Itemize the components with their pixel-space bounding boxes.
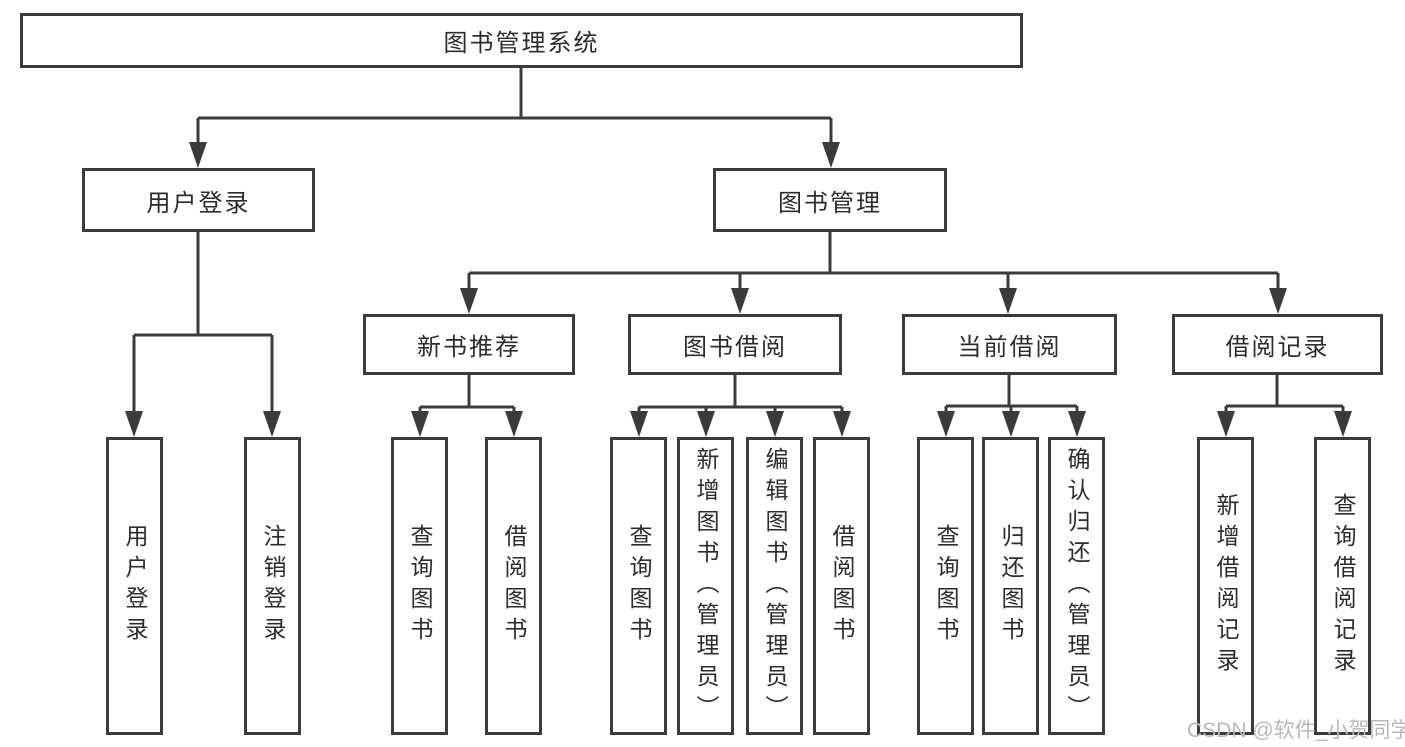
- node-label: 确认归还（管理员）: [1064, 446, 1090, 726]
- arrowhead-icon: [630, 411, 648, 437]
- leaf-query-books-current: 查询图书: [917, 437, 974, 735]
- node-root-system: 图书管理系统: [20, 13, 1023, 68]
- leaf-edit-book-admin: 编辑图书（管理员）: [746, 437, 803, 735]
- node-label: 新书推荐: [417, 334, 521, 361]
- connector-current-to-leaves: [944, 375, 1079, 413]
- node-new-book-recommend: 新书推荐: [363, 314, 575, 375]
- node-label: 用户登录: [122, 524, 148, 648]
- arrowhead-icon: [937, 411, 955, 437]
- connector-user-login-to-leaves: [132, 232, 274, 413]
- arrowhead-icon: [505, 411, 523, 437]
- arrowhead-icon: [822, 142, 840, 168]
- node-label: 查询图书: [407, 524, 433, 648]
- node-label: 归还图书: [998, 524, 1024, 648]
- connector-borrow-to-leaves: [637, 375, 844, 413]
- node-label: 编辑图书（管理员）: [762, 446, 788, 726]
- arrowhead-icon: [1217, 411, 1235, 437]
- leaf-confirm-return-admin: 确认归还（管理员）: [1048, 437, 1105, 735]
- arrowhead-icon: [833, 411, 851, 437]
- csdn-watermark: CSDN @软件_小贺同学: [1187, 719, 1405, 742]
- node-label: 借阅记录: [1225, 334, 1330, 361]
- connector-records-to-leaves: [1224, 375, 1345, 413]
- leaf-borrow-books-recommend: 借阅图书: [485, 437, 542, 735]
- arrowhead-icon: [766, 411, 784, 437]
- node-user-login: 用户登录: [82, 168, 315, 232]
- connector-root-to-level2: [196, 68, 833, 144]
- node-label: 借阅图书: [829, 524, 855, 648]
- leaf-borrow-books: 借阅图书: [813, 437, 870, 735]
- arrowhead-icon: [1002, 411, 1020, 437]
- connector-book-mgmt-to-level3: [467, 232, 1280, 290]
- arrowheads: [125, 142, 1352, 437]
- arrowhead-icon: [1269, 288, 1287, 314]
- node-label: 用户登录: [146, 189, 251, 217]
- leaf-logout: 注销登录: [244, 437, 301, 735]
- node-label: 查询借阅记录: [1330, 493, 1356, 679]
- connector-new-book-to-leaves: [418, 375, 516, 413]
- node-label: 图书借阅: [683, 334, 787, 361]
- node-label: 注销登录: [260, 524, 286, 648]
- node-label: 当前借阅: [957, 334, 1062, 361]
- arrowhead-icon: [125, 411, 143, 437]
- arrowhead-icon: [460, 288, 478, 314]
- arrowhead-icon: [999, 288, 1017, 314]
- node-book-management: 图书管理: [713, 168, 947, 232]
- leaf-add-book-admin: 新增图书（管理员）: [677, 437, 734, 735]
- node-borrow-records: 借阅记录: [1172, 314, 1383, 375]
- node-label: 图书管理: [778, 189, 882, 217]
- node-label: 新增图书（管理员）: [693, 446, 719, 726]
- arrowhead-icon: [1334, 411, 1352, 437]
- leaf-query-books-borrow: 查询图书: [610, 437, 667, 735]
- arrowhead-icon: [411, 411, 429, 437]
- leaf-query-books-recommend: 查询图书: [391, 437, 448, 735]
- arrowhead-icon: [731, 288, 749, 314]
- leaf-user-login: 用户登录: [106, 437, 163, 735]
- arrowhead-icon: [263, 411, 281, 437]
- arrowhead-icon: [1068, 411, 1086, 437]
- node-label: 图书管理系统: [443, 30, 600, 57]
- arrowhead-icon: [189, 142, 207, 168]
- leaf-query-borrow-record: 查询借阅记录: [1314, 437, 1371, 735]
- node-label: 借阅图书: [501, 524, 527, 648]
- node-book-borrow: 图书借阅: [628, 314, 842, 375]
- leaf-add-borrow-record: 新增借阅记录: [1197, 437, 1254, 735]
- node-label: 查询图书: [933, 524, 959, 648]
- node-label: 查询图书: [626, 524, 652, 648]
- node-label: 新增借阅记录: [1213, 493, 1239, 679]
- leaf-return-book: 归还图书: [982, 437, 1039, 735]
- arrowhead-icon: [697, 411, 715, 437]
- node-current-borrow: 当前借阅: [902, 314, 1117, 375]
